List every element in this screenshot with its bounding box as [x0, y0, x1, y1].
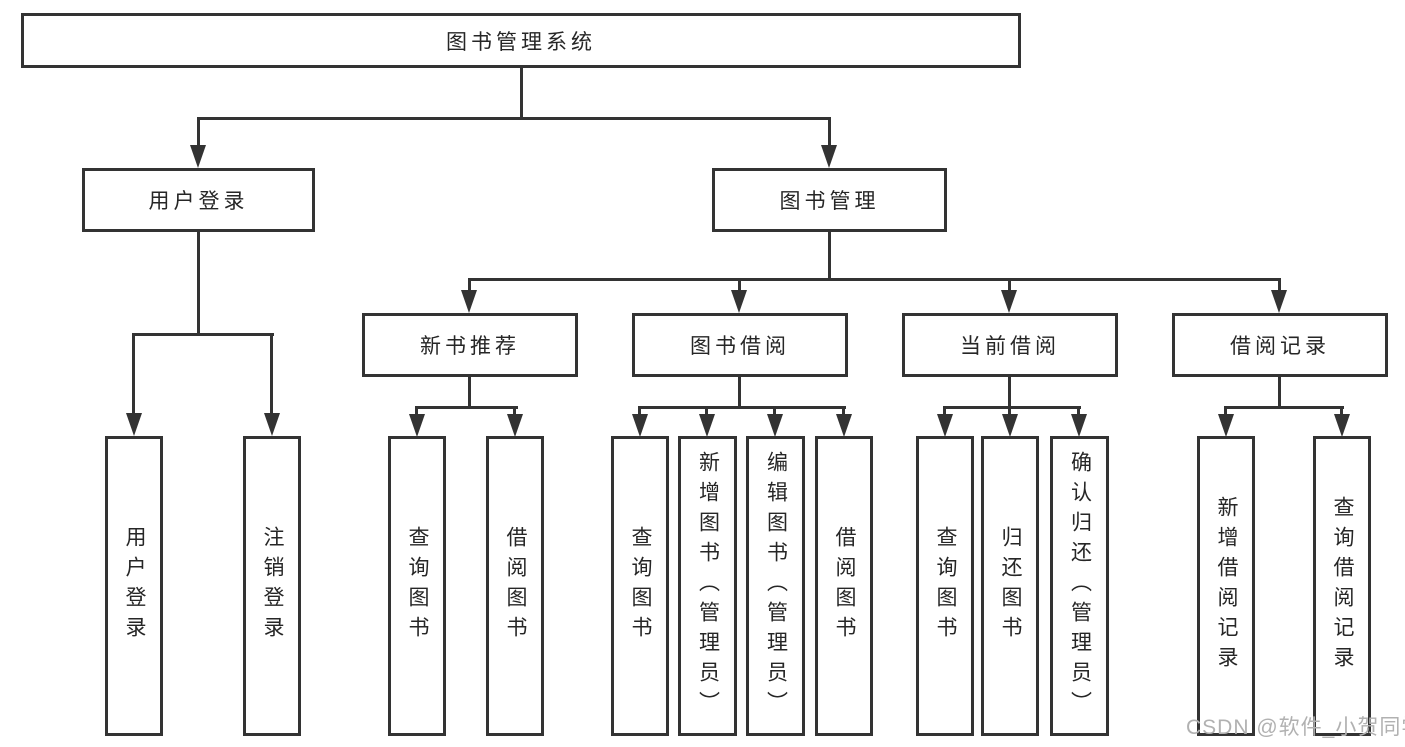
connector-book-borrow-bar — [638, 406, 846, 409]
arrowhead-leaf-logout — [264, 413, 280, 436]
connector-drop-new-book-recommend — [468, 281, 471, 291]
connector-drop-return-book — [1008, 409, 1011, 416]
node-new-book-recommend: 新书推荐 — [362, 313, 578, 377]
leaf-borrow-books-recommend-label: 借阅图书 — [504, 526, 527, 646]
node-user-login: 用户登录 — [82, 168, 315, 232]
connector-borrow-records-stem — [1278, 377, 1281, 409]
node-book-management: 图书管理 — [712, 168, 947, 232]
connector-drop-user-login — [197, 120, 200, 146]
node-borrow-records: 借阅记录 — [1172, 313, 1388, 377]
arrowhead-current-borrow — [1001, 290, 1017, 313]
connector-drop-query-borrow-record — [1340, 409, 1343, 416]
connector-drop-leaf-user-login — [132, 336, 135, 414]
connector-drop-borrow-records — [1278, 281, 1281, 291]
arrowhead-edit-book-admin — [767, 414, 783, 437]
arrowhead-borrow-books-recommend — [507, 414, 523, 437]
leaf-user-login-label: 用户登录 — [123, 526, 146, 646]
connector-book-management-stem — [828, 232, 831, 280]
leaf-return-book: 归还图书 — [981, 436, 1039, 736]
leaf-add-book-admin-label: 新增图书（管理员） — [696, 451, 720, 721]
connector-user-login-stem — [197, 232, 200, 336]
csdn-watermark: CSDN @软件_小贺同学 — [1186, 716, 1405, 739]
connector-drop-edit-book-admin — [773, 409, 776, 416]
leaf-borrow-books-label: 借阅图书 — [833, 526, 856, 646]
node-current-borrow-label: 当前借阅 — [960, 335, 1060, 358]
arrowhead-book-management — [821, 145, 837, 168]
leaf-query-books-current: 查询图书 — [916, 436, 974, 736]
node-borrow-records-label: 借阅记录 — [1230, 335, 1330, 358]
node-current-borrow: 当前借阅 — [902, 313, 1118, 377]
connector-drop-leaf-logout — [270, 336, 273, 414]
connector-borrow-records-bar — [1224, 406, 1344, 409]
leaf-query-books-borrow-label: 查询图书 — [629, 526, 652, 646]
leaf-query-books-current-label: 查询图书 — [934, 526, 957, 646]
node-root: 图书管理系统 — [21, 13, 1021, 68]
arrowhead-query-books-current — [937, 414, 953, 437]
leaf-add-book-admin: 新增图书（管理员） — [678, 436, 737, 736]
connector-drop-query-books-current — [943, 409, 946, 416]
arrowhead-borrow-books — [836, 414, 852, 437]
leaf-add-borrow-record: 新增借阅记录 — [1197, 436, 1255, 736]
leaf-return-book-label: 归还图书 — [999, 526, 1022, 646]
arrowhead-query-borrow-record — [1334, 414, 1350, 437]
connector-drop-book-borrow — [738, 281, 741, 291]
connector-drop-current-borrow — [1008, 281, 1011, 291]
arrowhead-new-book-recommend — [461, 290, 477, 313]
connector-book-borrow-stem — [738, 377, 741, 409]
leaf-confirm-return-admin-label: 确认归还（管理员） — [1068, 451, 1092, 721]
arrowhead-borrow-records — [1271, 290, 1287, 313]
node-book-borrow-label: 图书借阅 — [690, 335, 790, 358]
connector-drop-query-books-recommend — [415, 409, 418, 416]
arrowhead-user-login — [190, 145, 206, 168]
leaf-logout: 注销登录 — [243, 436, 301, 736]
node-new-book-recommend-label: 新书推荐 — [420, 335, 520, 358]
leaf-user-login: 用户登录 — [105, 436, 163, 736]
leaf-edit-book-admin: 编辑图书（管理员） — [746, 436, 805, 736]
connector-root-stem — [520, 68, 523, 118]
node-root-label: 图书管理系统 — [446, 30, 596, 54]
connector-current-borrow-bar — [943, 406, 1081, 409]
arrowhead-book-borrow — [731, 290, 747, 313]
connector-drop-confirm-return-admin — [1077, 409, 1080, 416]
connector-new-book-recommend-stem — [468, 377, 471, 409]
leaf-query-books-recommend-label: 查询图书 — [406, 526, 429, 646]
connector-drop-borrow-books — [842, 409, 845, 416]
connector-user-login-bar — [132, 333, 274, 336]
connector-level2-bar — [468, 278, 1281, 281]
leaf-query-books-recommend: 查询图书 — [388, 436, 446, 736]
node-book-management-label: 图书管理 — [779, 190, 880, 213]
arrowhead-return-book — [1002, 414, 1018, 437]
connector-drop-query-books-borrow — [638, 409, 641, 416]
leaf-query-borrow-record: 查询借阅记录 — [1313, 436, 1371, 736]
connector-drop-book-management — [828, 120, 831, 146]
connector-new-book-recommend-bar — [415, 406, 518, 409]
connector-level1-bar — [197, 117, 831, 120]
leaf-query-books-borrow: 查询图书 — [611, 436, 669, 736]
arrowhead-add-book-admin — [699, 414, 715, 437]
leaf-logout-label: 注销登录 — [261, 526, 284, 646]
node-user-login-label: 用户登录 — [148, 190, 249, 213]
arrowhead-leaf-user-login — [126, 413, 142, 436]
arrowhead-query-books-recommend — [409, 414, 425, 437]
connector-drop-add-book-admin — [705, 409, 708, 416]
connector-drop-add-borrow-record — [1224, 409, 1227, 416]
leaf-edit-book-admin-label: 编辑图书（管理员） — [764, 451, 788, 721]
node-book-borrow: 图书借阅 — [632, 313, 848, 377]
leaf-query-borrow-record-label: 查询借阅记录 — [1331, 496, 1354, 676]
arrowhead-query-books-borrow — [632, 414, 648, 437]
connector-drop-borrow-books-recommend — [513, 409, 516, 416]
leaf-confirm-return-admin: 确认归还（管理员） — [1050, 436, 1109, 736]
leaf-borrow-books-recommend: 借阅图书 — [486, 436, 544, 736]
arrowhead-add-borrow-record — [1218, 414, 1234, 437]
leaf-add-borrow-record-label: 新增借阅记录 — [1215, 496, 1238, 676]
arrowhead-confirm-return-admin — [1071, 414, 1087, 437]
connector-current-borrow-stem — [1008, 377, 1011, 409]
leaf-borrow-books: 借阅图书 — [815, 436, 873, 736]
